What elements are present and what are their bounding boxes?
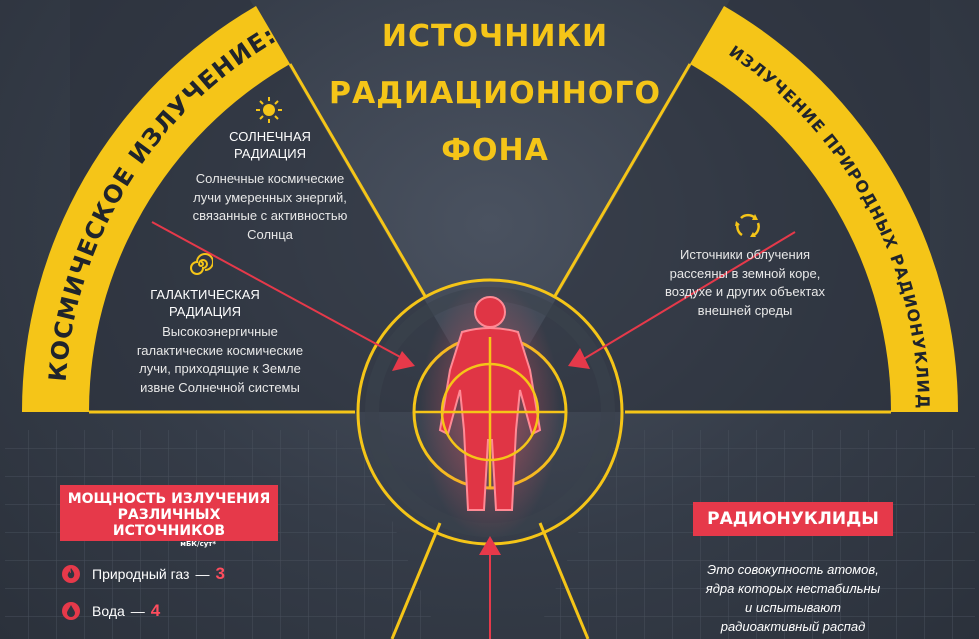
galactic-radiation-heading: ГАЛАКТИЧЕСКАЯ РАДИАЦИЯ: [150, 287, 260, 319]
list-item: Вода — 4: [62, 601, 160, 621]
spiral-icon: [189, 252, 214, 276]
recycle-icon: [732, 210, 764, 242]
natural-radionuclides-text: Источники облучения рассеяны в земной ко…: [665, 247, 825, 318]
sun-icon: [254, 95, 284, 125]
page-title: ИСТОЧНИКИ РАДИАЦИОННОГО ФОНА: [328, 19, 662, 168]
list-item: Природный газ — 3: [62, 564, 225, 584]
fire-icon: [62, 565, 80, 583]
radionuclides-text: Это совокупность атомов, ядра которых не…: [705, 562, 881, 634]
right-yellow-band: [690, 6, 959, 412]
water-drop-icon: [62, 602, 80, 620]
galactic-radiation-text: Высокоэнергичные галактические космическ…: [136, 324, 304, 395]
left-yellow-band: [21, 6, 290, 412]
solar-radiation-heading: СОЛНЕЧНАЯ РАДИАЦИЯ: [229, 129, 311, 161]
solar-radiation-text: Солнечные космические лучи умеренных эне…: [192, 171, 348, 242]
power-box-title: МОЩНОСТЬ ИЗЛУЧЕНИЯ РАЗЛИЧНЫХ ИСТОЧНИКОВ …: [60, 485, 278, 548]
radionuclides-title: РАДИОНУКЛИДЫ: [693, 502, 893, 536]
